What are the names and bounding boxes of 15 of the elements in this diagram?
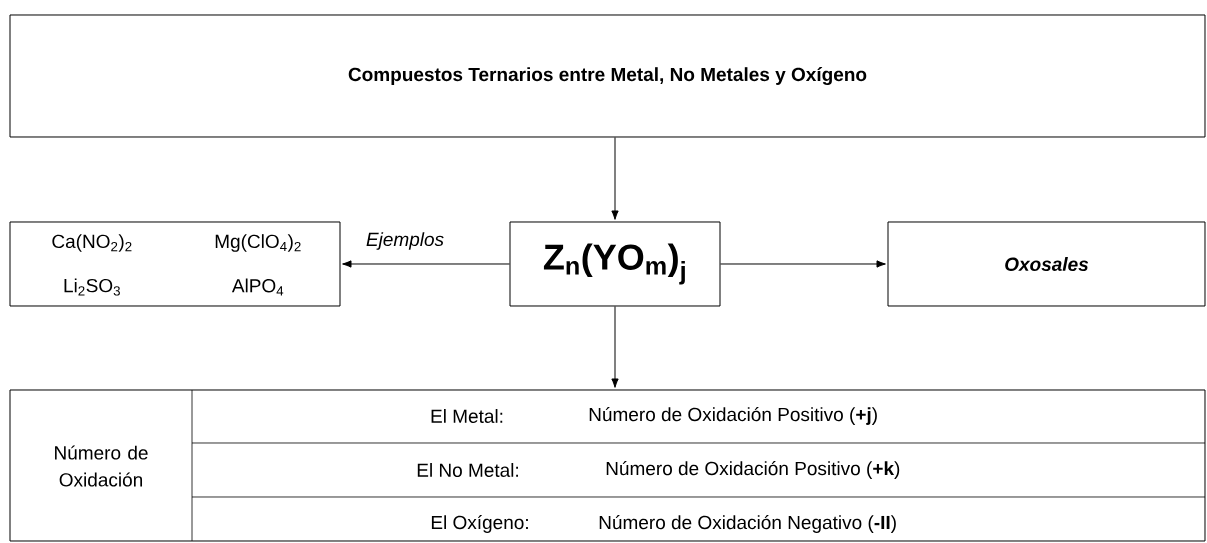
arrow xyxy=(611,137,619,220)
arrow xyxy=(720,260,886,268)
row-value: Número de Oxidación Negativo (-II) xyxy=(599,515,896,533)
formula-box: Z$_{n}$(YO$_{m}$)$_{j}$ xyxy=(509,221,721,307)
row-value: Número de Oxidación Positivo (+j) xyxy=(589,407,877,425)
result-box: Oxosales xyxy=(887,221,1206,307)
row-label: El Oxígeno: xyxy=(431,515,528,533)
row-label: El Metal: xyxy=(431,409,503,423)
row-label: El No Metal: xyxy=(417,463,518,477)
row-value: Número de Oxidación Positivo (+k) xyxy=(606,461,900,479)
edge-label: Ejemplos xyxy=(364,231,446,251)
title-box: Compuestos Ternarios entre Metal, No Metales y Oxígeno xyxy=(9,14,1206,138)
examples-box: Ca(NO$_{2}$)$_{2}$ Mg(ClO$_{4}$)$_{2}$ Li$_{2}$SO$_{3}$ AlPO$_{4}$ xyxy=(9,221,341,307)
arrow xyxy=(611,306,619,388)
arrow xyxy=(342,260,510,268)
